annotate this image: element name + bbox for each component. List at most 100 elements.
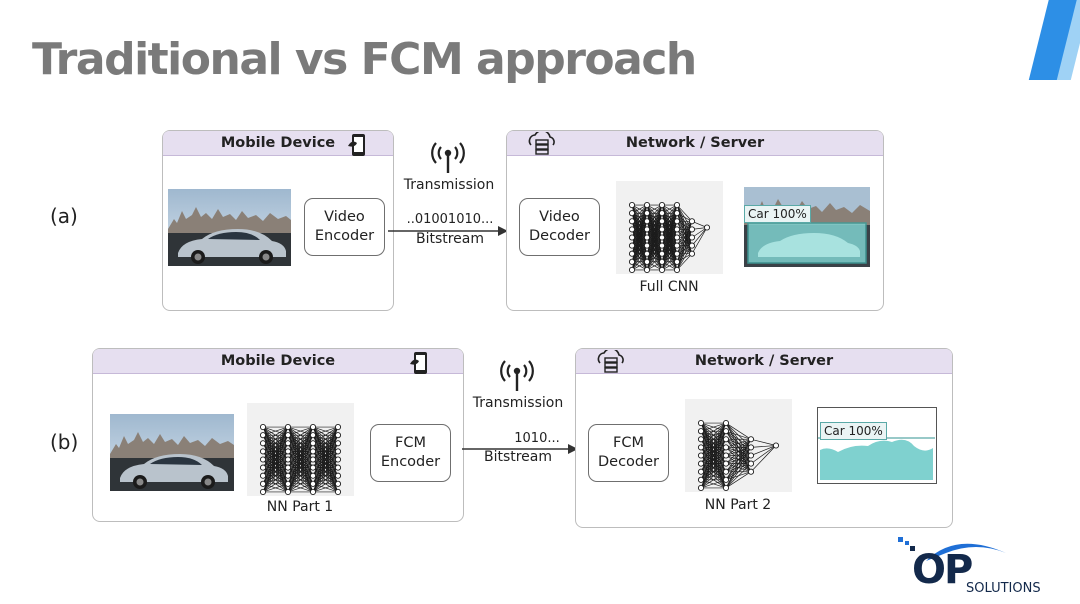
nn-connection	[700, 422, 727, 472]
nn-node	[722, 468, 730, 475]
nn-node	[697, 468, 705, 475]
nn-connection	[287, 443, 314, 493]
nn-connection	[312, 426, 339, 476]
nn-connection	[287, 426, 314, 452]
row-b-server-panel: Network / Server FCM Decoder NN Part 2 C…	[575, 348, 953, 528]
nn-connection	[725, 439, 752, 472]
row-b-transmission-label: Transmission	[472, 395, 564, 411]
nn-node	[628, 258, 636, 265]
nn-connection	[750, 445, 777, 464]
nn-node	[747, 468, 755, 475]
nn-connection	[287, 426, 314, 493]
nn-node	[673, 242, 681, 249]
nn-connection	[646, 204, 663, 222]
nn-connection	[700, 422, 727, 448]
nn-connection	[676, 221, 693, 238]
nn-node	[703, 224, 711, 231]
nn-connection	[312, 426, 339, 484]
nn-connection	[262, 426, 289, 476]
nn-connection	[725, 439, 752, 464]
nn-node	[673, 218, 681, 225]
nn-connection	[312, 459, 339, 493]
nn-connection	[676, 245, 693, 271]
nn-node	[643, 242, 651, 249]
row-b-fcm-decoder: FCM Decoder	[588, 424, 669, 482]
nn-node	[643, 258, 651, 265]
nn-node	[643, 234, 651, 241]
nn-node	[309, 472, 317, 479]
nn-node	[284, 472, 292, 479]
nn-node	[722, 420, 730, 427]
nn-connection	[661, 237, 678, 271]
nn-node	[309, 464, 317, 471]
row-b-nn-part2-label: NN Part 2	[704, 497, 772, 513]
nn-connection	[287, 426, 314, 476]
nn-connection	[661, 253, 678, 271]
nn-node	[284, 488, 292, 495]
nn-node	[259, 448, 267, 455]
nn-connection	[262, 451, 289, 493]
nn-connection	[700, 455, 727, 489]
nn-connection	[661, 204, 678, 230]
row-a-full-cnn-graphic	[616, 181, 723, 274]
nn-connection	[262, 426, 289, 444]
row-a-mobile-panel: Mobile Device Video Encoder	[162, 130, 394, 311]
nn-connection	[312, 435, 339, 493]
nn-node	[284, 480, 292, 487]
nn-node	[628, 250, 636, 257]
nn-connection	[287, 435, 314, 493]
nn-node	[628, 242, 636, 249]
nn-node	[673, 234, 681, 241]
nn-connection	[750, 445, 777, 456]
nn-node	[658, 250, 666, 257]
nn-connection	[661, 204, 678, 238]
nn-connection	[631, 245, 648, 271]
row-b-server-title: Network / Server	[694, 353, 834, 369]
nn-connection	[631, 253, 648, 271]
row-a-video-encoder: Video Encoder	[304, 198, 385, 256]
nn-connection	[631, 204, 648, 222]
nn-connection	[750, 445, 777, 448]
nn-connection	[287, 475, 314, 493]
cloud-server-icon	[525, 132, 559, 156]
nn-connection	[691, 227, 708, 246]
nn-connection	[287, 426, 314, 468]
nn-connection	[312, 426, 339, 452]
nn-node	[643, 210, 651, 217]
nn-connection	[631, 204, 648, 230]
row-b-detection-output: Car 100%	[817, 407, 937, 484]
nn-connection	[725, 455, 752, 489]
row-b-bitstream-label: Bitstream	[483, 449, 553, 465]
nn-connection	[631, 237, 648, 271]
row-b-detection-label: Car 100%	[820, 422, 887, 440]
nn-connection	[676, 253, 693, 271]
row-a-server-title: Network / Server	[625, 135, 765, 151]
nn-connection	[262, 426, 289, 484]
nn-node	[334, 432, 342, 439]
nn-node	[688, 242, 696, 249]
nn-connection	[287, 426, 314, 484]
nn-connection	[262, 426, 289, 436]
nn-connection	[312, 426, 339, 493]
nn-connection	[700, 439, 727, 489]
row-b-server-header: Network / Server	[576, 349, 952, 374]
row-b-mobile-title: Mobile Device	[220, 353, 336, 369]
nn-connection	[676, 204, 693, 222]
nn-connection	[725, 438, 752, 448]
nn-node	[658, 226, 666, 233]
cloud-server-icon	[594, 350, 628, 374]
row-a-transmission-label: Transmission	[403, 177, 495, 193]
row-a-label: (a)	[50, 204, 78, 228]
nn-connection	[312, 475, 339, 493]
nn-node	[334, 448, 342, 455]
nn-node	[643, 266, 651, 273]
nn-node	[309, 448, 317, 455]
nn-node	[658, 202, 666, 209]
nn-node	[747, 460, 755, 467]
row-b-label: (b)	[50, 430, 79, 454]
row-a-bitstream-label: Bitstream	[415, 231, 485, 247]
nn-connection	[691, 227, 708, 254]
nn-connection	[262, 483, 289, 493]
nn-connection	[312, 443, 339, 493]
nn-connection	[700, 422, 727, 456]
